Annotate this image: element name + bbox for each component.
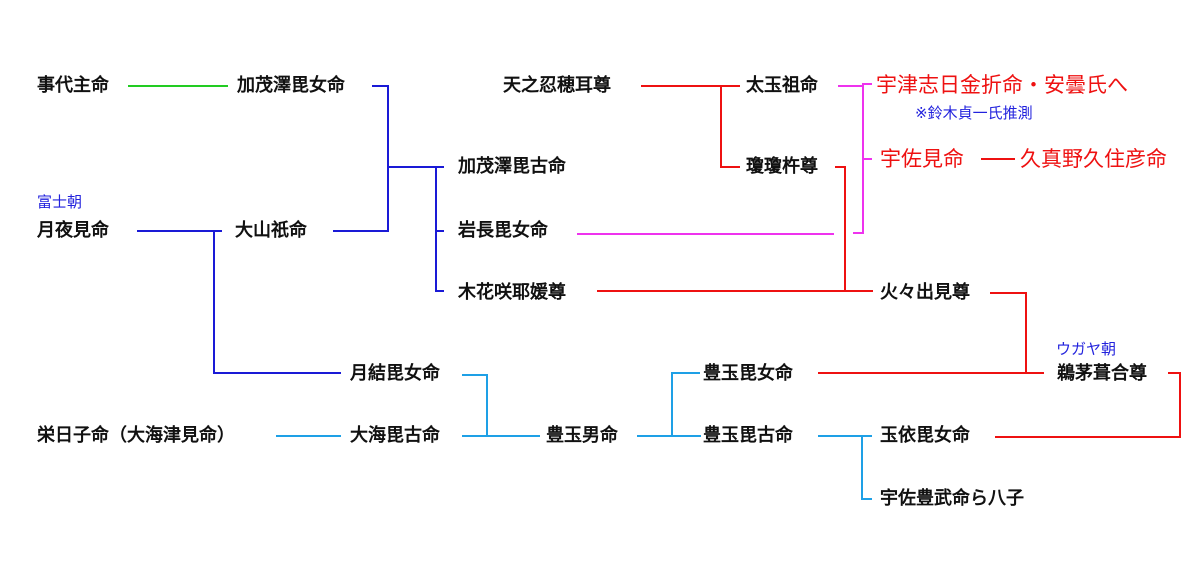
node-tamayorihime: 玉依毘女命 xyxy=(880,425,970,446)
node-usami: 宇佐見命 xyxy=(880,147,964,171)
line-hohodemi-ugaya xyxy=(990,292,1027,373)
node-tsukuyuhime: 月結毘女命 xyxy=(350,363,440,384)
node-ugaya: 鵜茅葺合尊 xyxy=(1057,363,1147,384)
node-utsushihikanasaku: 宇津志日金折命・安曇氏へ xyxy=(876,73,1128,97)
line-toyotamahiko-usatoyo xyxy=(861,436,872,500)
node-futodama: 太玉祖命 xyxy=(746,75,818,96)
node-usatoyotake: 宇佐豊武命ら八子 xyxy=(880,488,1024,509)
node-toyotamahime: 豊玉毘女命 xyxy=(703,363,793,384)
line-ninigi-down xyxy=(835,166,846,291)
node-iwanagahime: 岩長毘女命 xyxy=(458,220,548,241)
line-oshihomimi-ninigi xyxy=(720,86,740,168)
node-kamotakunihiko: 加茂澤毘古命 xyxy=(458,156,566,177)
node-kamotakunihime: 加茂澤毘女命 xyxy=(237,75,345,96)
note-suzuki: ※鈴木貞一氏推測 xyxy=(915,104,1033,122)
note-fuji-dynasty: 富士朝 xyxy=(37,193,83,211)
node-toyotamahiko: 豊玉毘古命 xyxy=(703,425,793,446)
node-ninigi: 瓊瓊杵尊 xyxy=(746,156,818,177)
line-ugaya-tamayorihime xyxy=(995,372,1181,438)
node-sakahiko: 栄日子命（大海津見命） xyxy=(37,425,235,446)
node-oyamazumi: 大山祇命 xyxy=(235,220,307,241)
node-amenooshihomimi: 天之忍穂耳尊 xyxy=(503,75,611,96)
node-kotoshironushi: 事代主命 xyxy=(37,75,109,96)
line-tsukuyuhime-union xyxy=(462,374,488,436)
node-tsukuyomi: 月夜見命 xyxy=(37,220,109,241)
node-konohanasakuya: 木花咲耶媛尊 xyxy=(458,282,566,303)
node-hohodemi: 火々出見尊 xyxy=(880,282,970,303)
node-kumanokusumi: 久真野久住彦命 xyxy=(1020,147,1167,171)
line-tsukuyomi-tsukuyuhime xyxy=(213,231,341,374)
line-toyotamao-branch xyxy=(671,372,700,436)
node-toyotamao: 豊玉男命 xyxy=(546,425,618,446)
node-oumihiko: 大海毘古命 xyxy=(350,425,440,446)
note-ugaya-dynasty: ウガヤ朝 xyxy=(1056,340,1117,358)
line-children-branch xyxy=(435,166,444,292)
line-kamotakunihime-down xyxy=(333,85,389,232)
